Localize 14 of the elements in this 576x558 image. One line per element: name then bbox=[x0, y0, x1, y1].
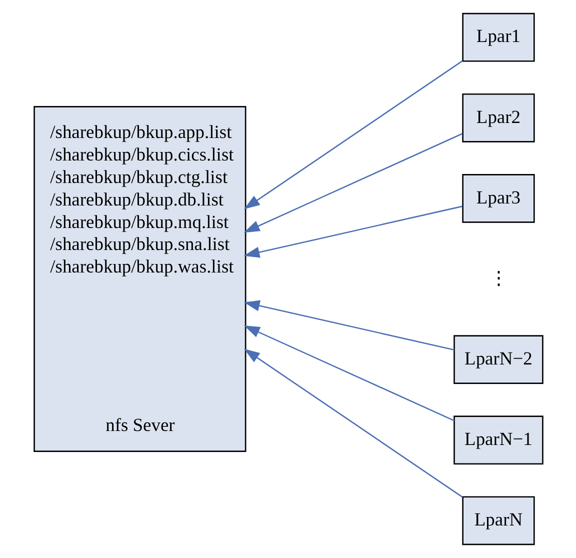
node-box: Lpar2 bbox=[462, 93, 534, 142]
node-box: LparN−1 bbox=[453, 416, 543, 465]
node-box: Lpar1 bbox=[462, 12, 534, 62]
node-box: LparN bbox=[462, 496, 534, 546]
arrow bbox=[243, 133, 462, 233]
arrow bbox=[243, 325, 454, 422]
label: ⋮ bbox=[488, 268, 507, 288]
arrow bbox=[244, 348, 462, 498]
arrow bbox=[243, 300, 454, 350]
node-box: LparN−2 bbox=[453, 335, 543, 384]
node-box: /sharebkup/bkup.app.list /sharebkup/bkup.cics.list /sharebkup/bkup.ctg.list /sharebkup/bkup.db.list /sharebkup/bkup.mq.list /sharebkup/bkup.sna.list /sharebkup/bkup.was.list nfs Sever bbox=[33, 106, 246, 452]
node-box: Lpar3 bbox=[462, 174, 534, 223]
arrow bbox=[244, 60, 462, 210]
arrow bbox=[243, 206, 462, 258]
